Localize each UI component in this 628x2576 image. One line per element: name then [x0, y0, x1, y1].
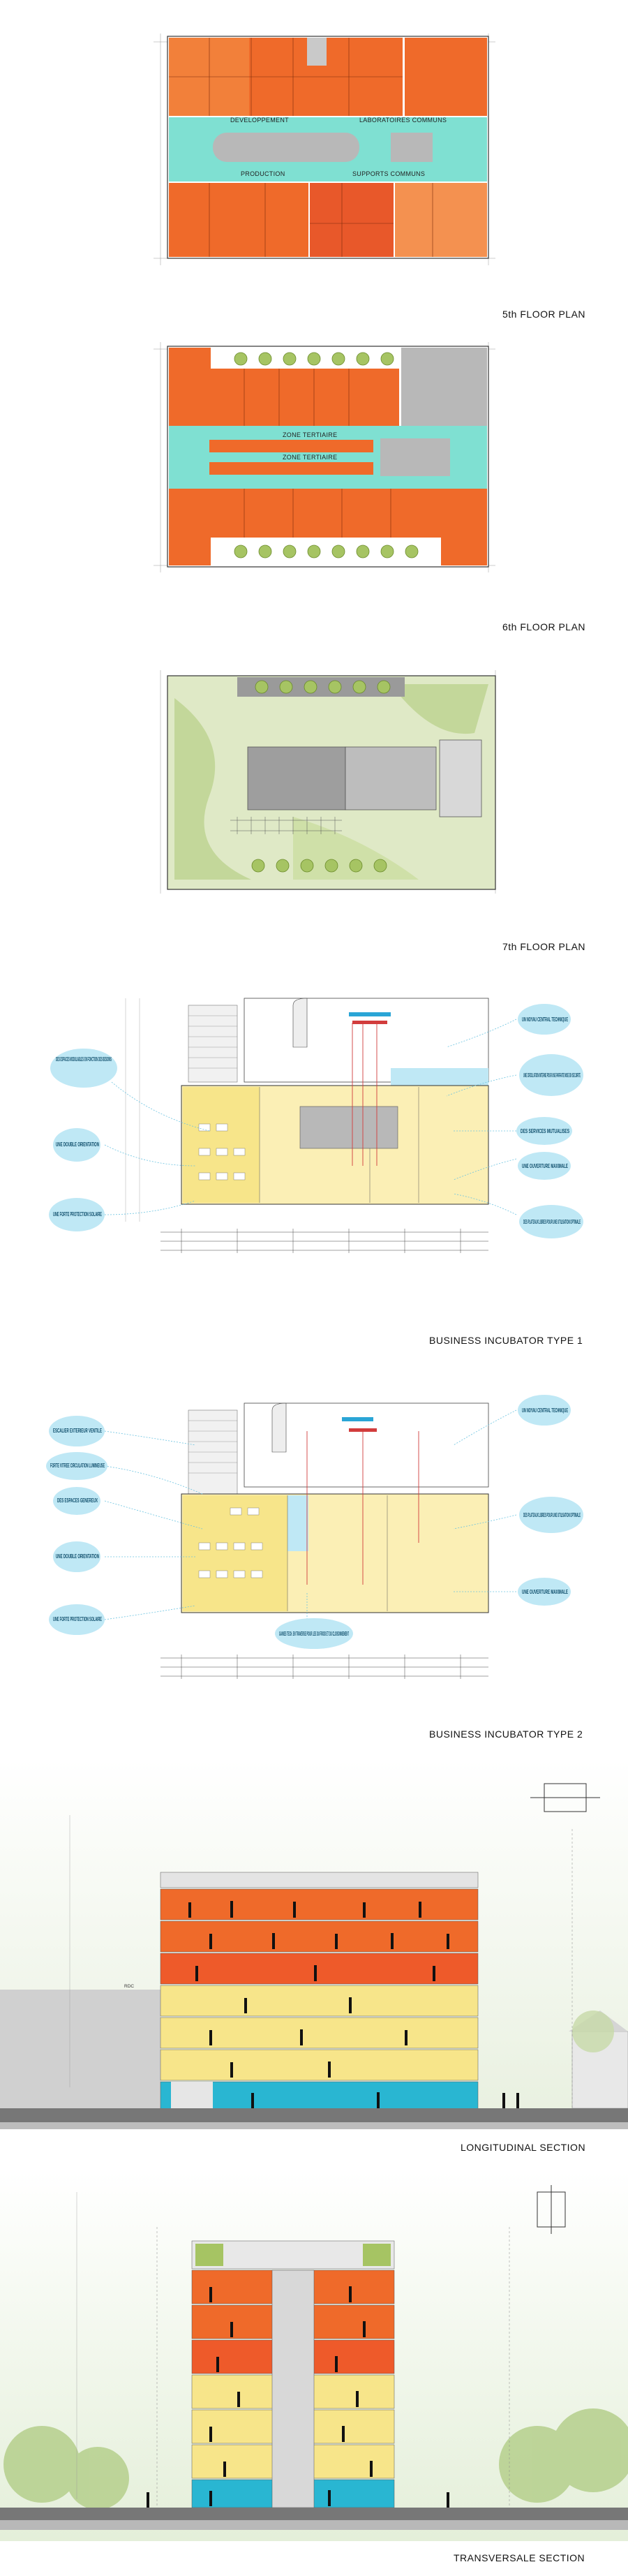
people-silhouettes [188, 1901, 519, 2108]
callout-ouverture-maximale: UNE OUVERTURE MAXIMALE [522, 1163, 568, 1169]
callout-protection-solaire: UNE FORTE PROTECTION SOLAIRE [53, 1211, 102, 1217]
longitudinal-section: RDC [0, 1759, 628, 2129]
section-floors [160, 1872, 479, 2110]
tree-row-top [234, 352, 394, 366]
people-silhouettes-t [147, 2286, 449, 2508]
key-plan-t [537, 2185, 566, 2234]
label-zone-tertiaire-2: ZONE TERTIAIRE [283, 454, 337, 461]
dimension-strip-2 [160, 1655, 488, 1679]
transversal-floors [191, 2240, 395, 2508]
caption-longitudinal: LONGITUDINAL SECTION [461, 2142, 586, 2153]
service-lines [352, 1023, 377, 1166]
incubator2-plan: ESCALIER EXTERIEUR VENTILE FORTE VITREE … [46, 1395, 583, 1679]
callout-espaces-modulables: DES ESPACES MODULABLES EN FONCTION DES B… [56, 1056, 112, 1063]
dimension-strip [160, 1229, 488, 1253]
callout-plateaux-libres: DES PLATEAUX LIBRES POUR UNE UTILISATION… [523, 1219, 581, 1225]
floor7-plan [160, 670, 496, 894]
tree-row-top-7 [255, 680, 391, 694]
caption-transversal: TRANSVERSALE SECTION [454, 2552, 585, 2563]
floor6-plan: ZONE TERTIAIRE ZONE TERTIAIRE [154, 342, 495, 572]
desk-group-2 [198, 1507, 263, 1578]
panel-incubator2: ESCALIER EXTERIEUR VENTILE FORTE VITREE … [0, 1389, 628, 1752]
panel-incubator1: DES ESPACES MODULABLES EN FONCTION DES B… [0, 991, 628, 1354]
label-laboratoires: LABORATOIRES COMMUNS [359, 117, 447, 124]
panel-floor7: 7th FLOOR PLAN [0, 656, 628, 956]
key-plan [530, 1783, 600, 1812]
desk-group [198, 1123, 246, 1180]
callout-escalier-exterieur: ESCALIER EXTERIEUR VENTILE [53, 1428, 102, 1434]
panel-longitudinal: RDC [0, 1759, 628, 2153]
callout-forte-vitree: FORTE VITREE CIRCULATION LUMINEUSE [50, 1463, 105, 1469]
label-supports: SUPPORTS COMMUNS [352, 170, 425, 177]
caption-floor7: 7th FLOOR PLAN [502, 941, 586, 952]
tree-row-bottom [234, 545, 419, 558]
incubator1-plan: DES ESPACES MODULABLES EN FONCTION DES B… [49, 998, 583, 1253]
caption-incubator2: BUSINESS INCUBATOR TYPE 2 [429, 1729, 583, 1740]
callout-services-mutualises: DES SERVICES MUTUALISES [521, 1128, 569, 1134]
roof-pergola [230, 817, 342, 834]
tree-row-bottom-7 [251, 859, 387, 873]
panel-floor6: ZONE TERTIAIRE ZONE TERTIAIRE 6th FLOOR … [0, 342, 628, 635]
incubator1-callouts-left: DES ESPACES MODULABLES EN FONCTION DES B… [49, 1049, 117, 1231]
label-developpement: DEVELOPPEMENT [230, 117, 289, 124]
callout-plateaux-libres-2: DES PLATEAUX LIBRES POUR UNE UTILISATION… [523, 1512, 581, 1518]
label-rdc: RDC [124, 1984, 134, 1989]
caption-incubator1: BUSINESS INCUBATOR TYPE 1 [429, 1335, 583, 1346]
caption-floor5: 5th FLOOR PLAN [502, 309, 586, 320]
panel-transversal: TRANSVERSALE SECTION [0, 2171, 628, 2576]
service-lines-2 [306, 1431, 419, 1585]
incubator2-callouts-left: ESCALIER EXTERIEUR VENTILE FORTE VITREE … [46, 1416, 107, 1635]
callout-circulation-interne: UNE CIRCULATION INTERNE POUR UNE PARFAIT… [523, 1072, 581, 1079]
callout-protection-solaire-2: UNE FORTE PROTECTION SOLAIRE [53, 1616, 102, 1622]
label-zone-tertiaire-1: ZONE TERTIAIRE [283, 431, 337, 438]
transversal-section [0, 2171, 628, 2541]
callout-noyau-central: UN NOYAU CENTRAL TECHNIQUE [522, 1016, 568, 1023]
callout-ouverture-maximale-2: UNE OUVERTURE MAXIMALE [522, 1589, 568, 1595]
panel-floor5: DEVELOPPEMENT LABORATOIRES COMMUNS PRODU… [0, 28, 628, 321]
background-trees [3, 2408, 628, 2510]
floor5-plan: DEVELOPPEMENT LABORATOIRES COMMUNS PRODU… [154, 34, 495, 265]
callout-double-orientation: UNE DOUBLE ORIENTATION [56, 1141, 99, 1148]
incubator2-callout-bottom: GAINES TECH. EN TRAVERSE POUR LES DU FRO… [275, 1618, 353, 1649]
callout-noyau-central-2: UN NOYAU CENTRAL TECHNIQUE [522, 1407, 568, 1414]
label-production: PRODUCTION [241, 170, 285, 177]
callout-gaines-tech: GAINES TECH. EN TRAVERSE POUR LES DU FRO… [279, 1631, 349, 1637]
caption-floor6: 6th FLOOR PLAN [502, 621, 586, 632]
incubator1-callouts-right: UN NOYAU CENTRAL TECHNIQUE UNE CIRCULATI… [516, 1004, 583, 1238]
callout-espaces-genereux: DES ESPACES GENEREUX [57, 1497, 98, 1504]
callout-double-orientation-2: UNE DOUBLE ORIENTATION [56, 1553, 99, 1560]
incubator2-callouts-right: UN NOYAU CENTRAL TECHNIQUE DES PLATEAUX … [518, 1395, 583, 1606]
